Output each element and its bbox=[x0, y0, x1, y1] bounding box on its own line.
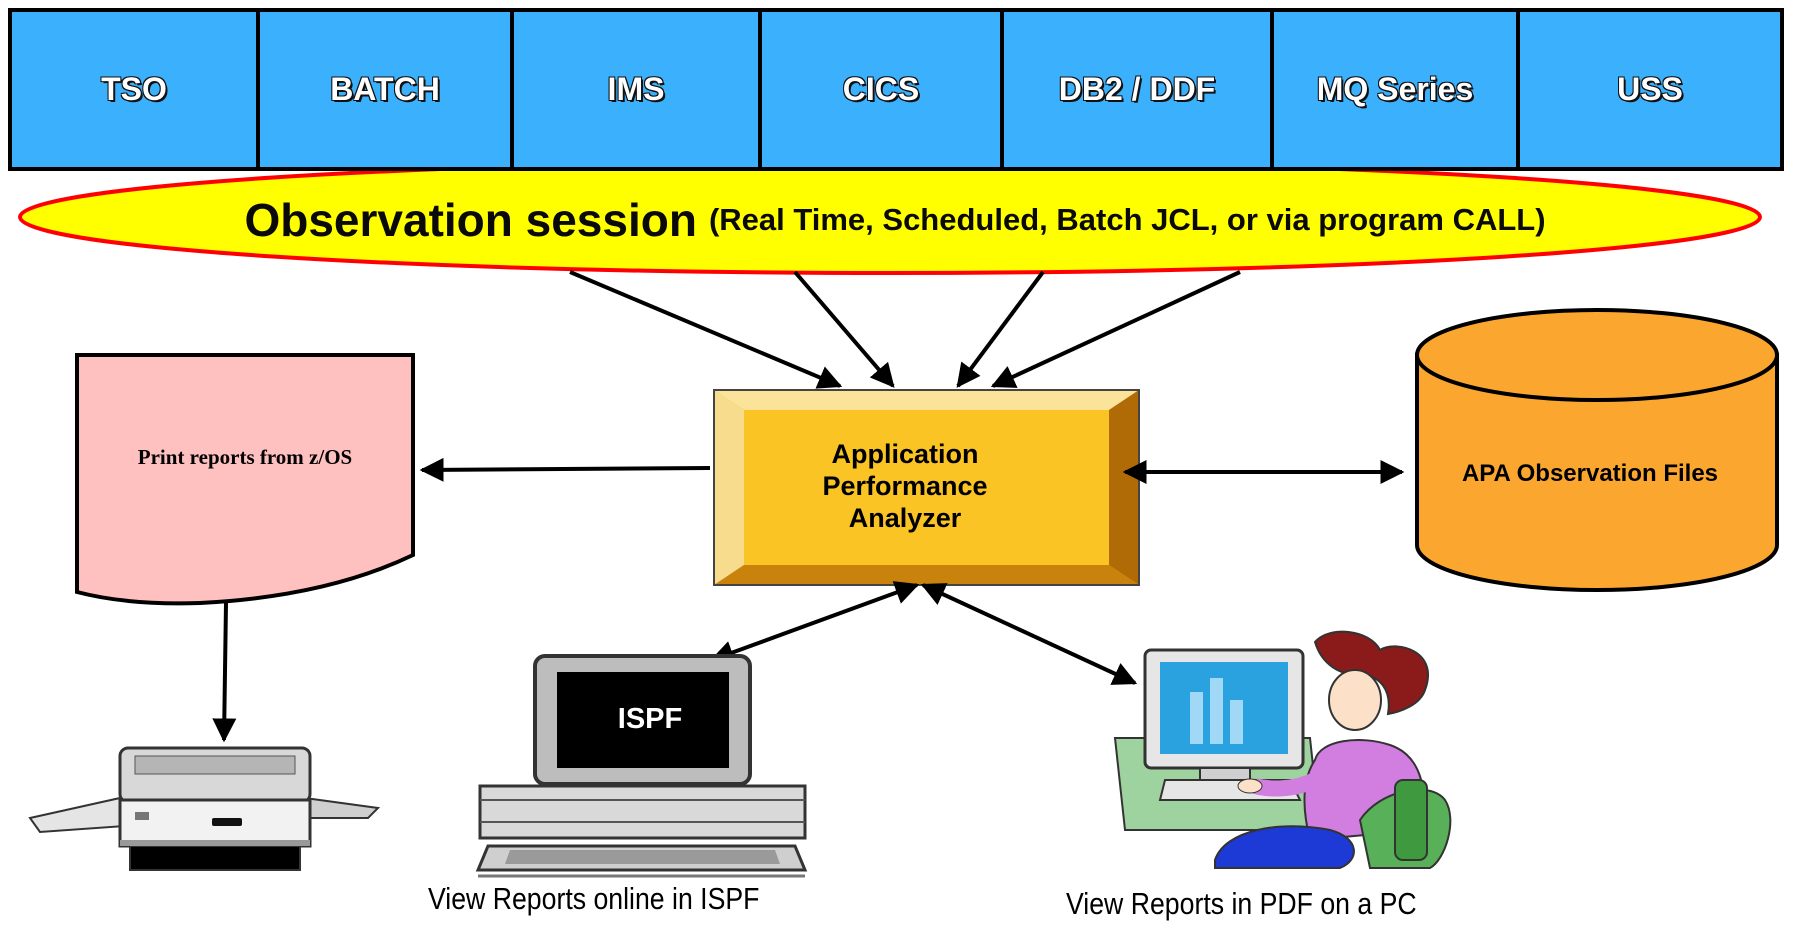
environment-tab-batch: BATCH bbox=[256, 8, 514, 171]
arrow-session-to-analyzer-4 bbox=[990, 270, 1241, 388]
print-reports-label: Print reports from z/OS bbox=[137, 445, 353, 469]
arrow-analyzer-to-report bbox=[419, 457, 711, 482]
arrow-session-to-analyzer-1 bbox=[569, 270, 843, 389]
analyzer-line-1: Application bbox=[831, 439, 979, 469]
environment-tab-cics: CICS bbox=[758, 8, 1004, 171]
environment-tab-mq-series: MQ Series bbox=[1270, 8, 1520, 171]
pc-user-icon bbox=[1113, 630, 1452, 869]
arrow-session-to-analyzer-3 bbox=[956, 270, 1045, 388]
session-title: Observation session bbox=[244, 194, 697, 246]
arrow-analyzer-ispf bbox=[709, 581, 920, 664]
caption-ispf: View Reports online in ISPF bbox=[428, 881, 760, 916]
caption-pdf: View Reports in PDF on a PC bbox=[1066, 886, 1417, 921]
terminal-icon bbox=[475, 654, 808, 878]
arrow-report-to-printer bbox=[212, 602, 237, 743]
observation-session-label: Observation session (Real Time, Schedule… bbox=[80, 190, 1710, 250]
observation-files-cylinder bbox=[1415, 308, 1779, 592]
session-modes: (Real Time, Scheduled, Batch JCL, or via… bbox=[708, 202, 1546, 237]
arrow-analyzer-pc bbox=[920, 583, 1138, 685]
print-report-document bbox=[75, 353, 415, 606]
analyzer-line-2: Performance bbox=[822, 471, 988, 501]
environment-tab-ims: IMS bbox=[510, 8, 762, 171]
ispf-screen-label: ISPF bbox=[617, 703, 683, 735]
observation-files-label: APA Observation Files bbox=[1461, 460, 1719, 487]
environment-tab-db2-ddf: DB2 / DDF bbox=[1000, 8, 1274, 171]
analyzer-label: Application Performance Analyzer bbox=[745, 438, 1065, 534]
environment-tab-tso: TSO bbox=[8, 8, 260, 171]
arrow-session-to-analyzer-2 bbox=[793, 270, 895, 388]
printer-icon bbox=[28, 746, 381, 871]
analyzer-line-3: Analyzer bbox=[848, 503, 962, 533]
environment-tab-uss: USS bbox=[1516, 8, 1784, 171]
